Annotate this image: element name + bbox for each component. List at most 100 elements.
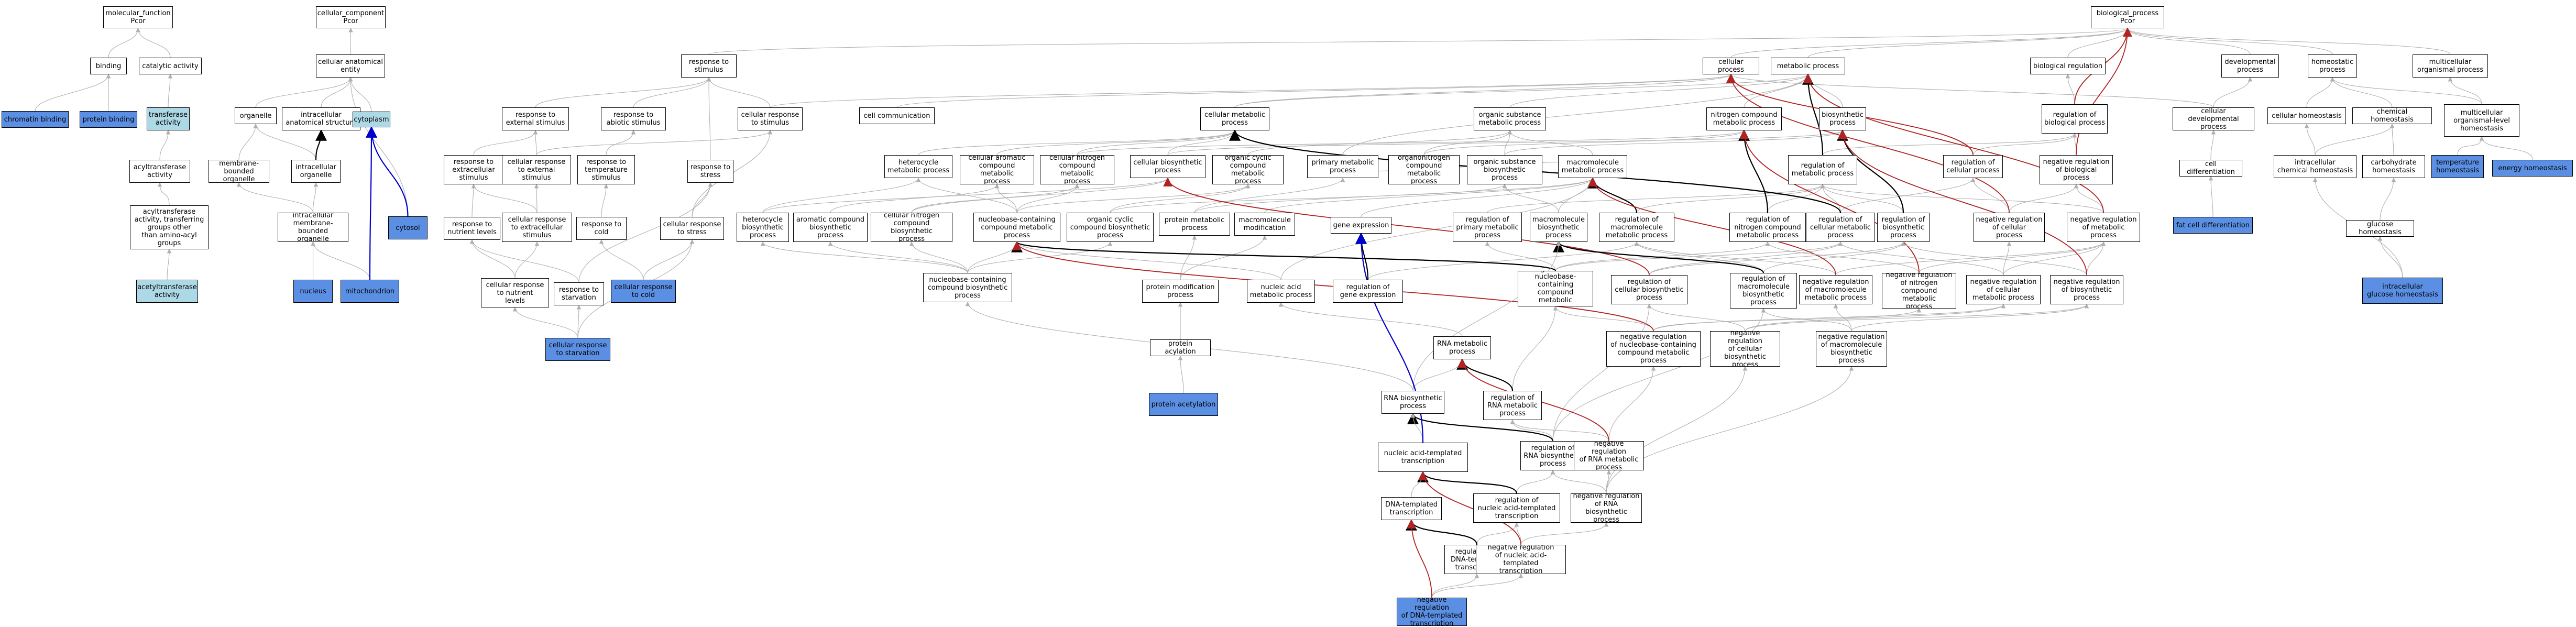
go-term-bioreg[interactable]: biological regulation (2030, 58, 2106, 74)
go-term-ichomeo[interactable]: intracellular chemical homeostasis (2274, 155, 2356, 178)
go-term-regrnametab[interactable]: regulation of RNA metabolic process (1483, 391, 1542, 420)
go-term-mbo[interactable]: membrane-bounded organelle (209, 160, 269, 183)
go-term-celldevproc[interactable]: cellular developmental process (2173, 107, 2254, 130)
go-term-regnitro[interactable]: regulation of nitrogen compound metaboli… (1729, 213, 1806, 242)
go-term-reggeneexp[interactable]: regulation of gene expression (1333, 280, 1403, 303)
go-term-negregnatt[interactable]: negative regulation of nucleic acid-temp… (1476, 545, 1566, 574)
go-term-intraorg[interactable]: intracellular organelle (291, 160, 341, 183)
go-term-cncmp[interactable]: cellular nitrogen compound metabolic pro… (1040, 155, 1114, 184)
go-term-chemhomeo[interactable]: chemical homeostasis (2352, 107, 2432, 124)
go-term-crtexc[interactable]: cellular response to extracellular stimu… (502, 213, 572, 242)
go-term-chromatin[interactable]: chromatin binding (2, 111, 69, 128)
go-term-rtes[interactable]: response to external stimulus (502, 107, 569, 130)
go-term-metab[interactable]: metabolic process (1771, 58, 1845, 74)
go-term-rtnl[interactable]: response to nutrient levels (444, 217, 500, 240)
go-term-rts[interactable]: response to stimulus (681, 54, 737, 78)
go-term-macromp[interactable]: macromolecule metabolic process (1558, 155, 1627, 178)
go-term-rnabiosyn[interactable]: RNA biosynthetic process (1382, 391, 1444, 414)
go-term-regcellproc[interactable]: regulation of cellular process (1943, 155, 2003, 178)
go-term-catalytic[interactable]: catalytic activity (139, 58, 202, 74)
go-term-imbo[interactable]: intracellular membrane-bounded organelle (278, 213, 348, 242)
go-term-regncmp[interactable]: regulation of nucleobase-containing comp… (1518, 271, 1593, 306)
go-term-hetero[interactable]: heterocycle metabolic process (884, 155, 952, 178)
go-term-cae[interactable]: cellular anatomical entity (316, 54, 385, 78)
go-term-rtcold[interactable]: response to cold (576, 217, 627, 240)
go-term-cellproc[interactable]: cellular process (1703, 58, 1759, 74)
go-term-rtexc[interactable]: response to extracellular stimulus (444, 155, 503, 184)
go-term-transferase[interactable]: transferase activity (147, 107, 190, 130)
go-term-nitro[interactable]: nitrogen compound metabolic process (1706, 107, 1782, 130)
go-term-osbp[interactable]: organic substance biosynthetic process (1467, 155, 1542, 184)
go-term-negregcellbiosyn[interactable]: negative regulation of cellular biosynth… (1710, 331, 1780, 367)
go-term-cncbp[interactable]: cellular nitrogen compound biosynthetic … (871, 213, 952, 242)
go-term-bp[interactable]: biological_process Pcor (2091, 6, 2164, 28)
go-term-cc[interactable]: cellular_component Pcor (316, 6, 386, 28)
go-term-devproc[interactable]: developmental process (2221, 54, 2279, 78)
go-term-orgnitro[interactable]: organonitrogen compound metabolic proces… (1388, 155, 1460, 184)
go-term-macrobiosyn[interactable]: macromolecule biosynthetic process (1530, 213, 1587, 242)
go-term-rtas[interactable]: response to abiotic stimulus (601, 107, 666, 130)
go-term-regcellmetab[interactable]: regulation of cellular metabolic process (1806, 213, 1875, 242)
go-term-acetyltrans[interactable]: acetyltransferase activity (136, 280, 198, 303)
go-term-crts[interactable]: cellular response to stimulus (738, 107, 803, 130)
go-term-geneexp[interactable]: gene expression (1331, 217, 1391, 234)
go-term-macromod[interactable]: macromolecule modification (1234, 213, 1295, 236)
go-term-protbind[interactable]: protein binding (80, 111, 137, 128)
go-term-binding[interactable]: binding (90, 58, 127, 74)
go-term-homeo[interactable]: homeostatic process (2308, 54, 2357, 78)
go-term-cellbiosyn[interactable]: cellular biosynthetic process (1130, 155, 1205, 178)
go-term-regcellbiosyn[interactable]: regulation of cellular biosynthetic proc… (1611, 275, 1687, 304)
go-term-acbp[interactable]: aromatic compound biosynthetic process (793, 213, 868, 242)
go-term-occbp[interactable]: organic cyclic compound biosynthetic pro… (1067, 213, 1154, 242)
go-term-regmacrobiosyn[interactable]: regulation of macromolecule biosynthetic… (1730, 273, 1797, 309)
go-term-crtcold[interactable]: cellular response to cold (611, 280, 676, 303)
go-term-occmp[interactable]: organic cyclic compound metabolic proces… (1212, 155, 1284, 184)
go-term-regnatt[interactable]: regulation of nucleic acid-templated tra… (1473, 493, 1560, 523)
go-term-protmod[interactable]: protein modification process (1142, 280, 1219, 303)
go-term-acyltrans[interactable]: acyltransferase activity (129, 160, 190, 183)
go-term-negregnitro[interactable]: negative regulation of nitrogen compound… (1882, 273, 1956, 309)
go-term-rtstarv[interactable]: response to starvation (554, 282, 604, 305)
go-term-regprimmetab[interactable]: regulation of primary metabolic process (1453, 213, 1522, 242)
go-term-negregcell[interactable]: negative regulation of cellular process (1974, 213, 2045, 242)
go-term-mf[interactable]: molecular_function Pcor (103, 6, 173, 28)
go-term-negregbiosyn[interactable]: negative regulation of biosynthetic proc… (2050, 275, 2123, 304)
go-term-ncmp[interactable]: nucleobase-containing compound metabolic… (973, 213, 1060, 242)
go-term-crtstress[interactable]: cellular response to stress (660, 217, 724, 240)
go-term-icgluco[interactable]: intracellular glucose homeostasis (2362, 278, 2443, 304)
go-term-negregrnametab[interactable]: negative regulation of RNA metabolic pro… (1574, 441, 1644, 470)
go-term-protmetab[interactable]: protein metabolic process (1159, 213, 1230, 236)
go-term-cellcomm[interactable]: cell communication (859, 107, 935, 124)
go-term-regmetab[interactable]: regulation of metabolic process (1788, 155, 1857, 184)
go-term-mito[interactable]: mitochondrion (341, 280, 399, 303)
go-term-protacet[interactable]: protein acetylation (1149, 393, 1218, 416)
go-term-negregbio[interactable]: negative regulation of biological proces… (2040, 155, 2113, 184)
go-term-dtt[interactable]: DNA-templated transcription (1381, 497, 1442, 520)
go-term-multiorg[interactable]: multicellular organismal process (2413, 54, 2488, 78)
go-term-heterobiosyn[interactable]: heterocycle biosynthetic process (737, 213, 789, 242)
go-term-negregrnabiosyn[interactable]: negative regulation of RNA biosynthetic … (1571, 493, 1642, 523)
go-term-cacmp[interactable]: cellular aromatic compound metabolic pro… (960, 155, 1034, 184)
go-term-negregmetab[interactable]: negative regulation of metabolic process (2067, 213, 2140, 242)
go-term-crtes[interactable]: cellular response to external stimulus (502, 155, 571, 184)
go-term-negregdtt[interactable]: negative regulation of DNA-templated tra… (1397, 598, 1467, 626)
go-term-regmacromp[interactable]: regulation of macromolecule metabolic pr… (1599, 213, 1674, 242)
go-term-rttemp[interactable]: response to temperature stimulus (577, 155, 635, 184)
go-term-natt[interactable]: nucleic acid-templated transcription (1378, 443, 1468, 472)
go-term-regbio[interactable]: regulation of biological process (2042, 104, 2108, 134)
go-term-rtstress[interactable]: response to stress (687, 160, 733, 183)
go-term-ias[interactable]: intracellular anatomical structure (282, 107, 360, 130)
go-term-crtnl[interactable]: cellular response to nutrient levels (481, 278, 549, 307)
go-term-protacyl[interactable]: protein acylation (1150, 339, 1211, 356)
go-term-cellmetab[interactable]: cellular metabolic process (1200, 107, 1269, 130)
go-term-cytosol[interactable]: cytosol (388, 216, 427, 239)
go-term-biosyn[interactable]: biosynthetic process (1819, 107, 1866, 130)
go-term-carbhomeo[interactable]: carbohydrate homeostasis (2362, 155, 2425, 178)
go-term-negregcellmetab[interactable]: negative regulation of cellular metaboli… (1966, 275, 2041, 304)
go-term-acyltrans2[interactable]: acyltransferase activity, transferring g… (130, 205, 209, 249)
go-term-negregncmp[interactable]: negative regulation of nucleobase-contai… (1606, 331, 1701, 367)
go-term-cellhomeo[interactable]: cellular homeostasis (2267, 107, 2346, 124)
go-term-negregmacromp[interactable]: negative regulation of macromolecule met… (1799, 275, 1872, 304)
go-term-crtstarv[interactable]: cellular response to starvation (545, 338, 610, 361)
go-term-mlhomeo[interactable]: multicellular organismal-level homeostas… (2444, 104, 2519, 137)
